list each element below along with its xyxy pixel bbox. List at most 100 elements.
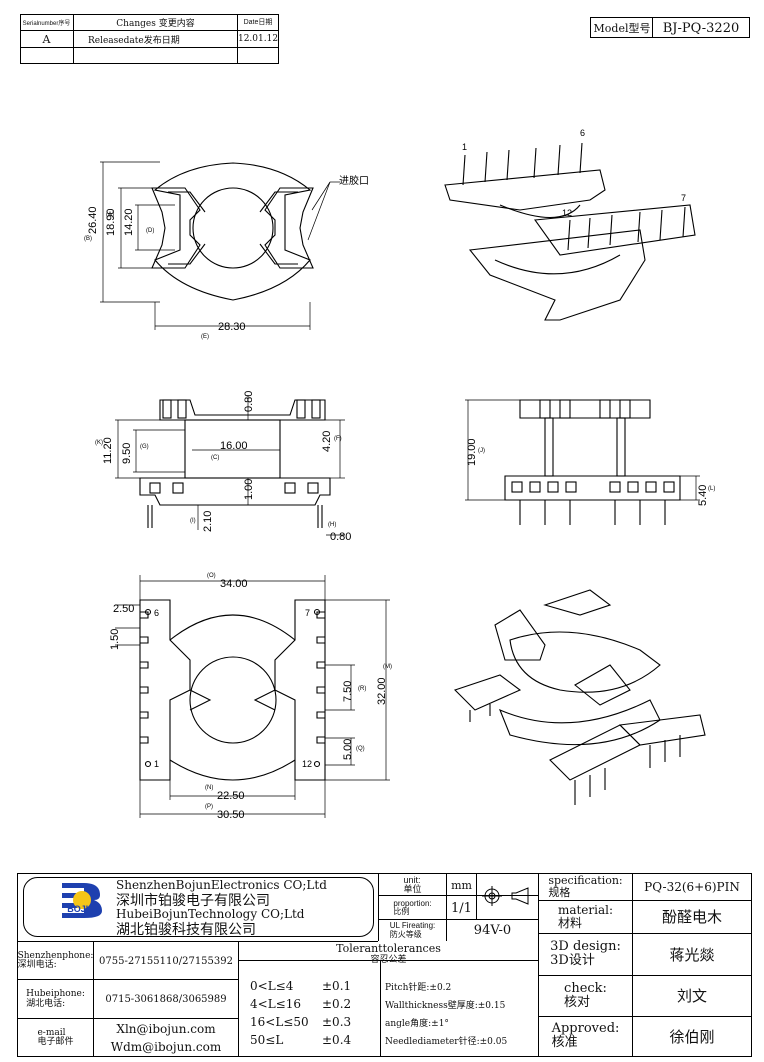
company-en-1: ShenzhenBojunElectronics CO;Ltd	[116, 878, 327, 892]
tolerance-title: Toleranttolerances	[336, 942, 441, 954]
dim-150: 1.50	[109, 629, 121, 650]
bottom-view-dimensions	[115, 575, 390, 818]
tol-note-3: angle角度:±1°	[385, 1018, 449, 1029]
dim-label-p: (P)	[205, 804, 213, 810]
top-view-left-flange	[151, 187, 201, 269]
tol-range-3: 16<L≤50	[250, 1015, 309, 1029]
hb-phone: 0715-3061868/3065989	[105, 994, 227, 1005]
dim-420: 4.20	[321, 431, 333, 452]
projection-symbol-icon	[482, 886, 529, 906]
approved-value: 徐伯刚	[669, 1027, 715, 1046]
front-view-dimensions	[465, 399, 700, 501]
dim-2250: 22.50	[217, 790, 245, 802]
title-block-grid	[17, 873, 752, 1057]
dim-label-r: (R)	[358, 686, 366, 692]
dim-2830: 28.30	[218, 321, 246, 333]
dim-3400: 34.00	[220, 578, 248, 590]
changes-header: Changes 变更内容	[116, 18, 195, 29]
bottom-view-core-hole	[189, 656, 277, 744]
check-label: check: 核对	[564, 980, 607, 1010]
dim-080-top: 0.80	[243, 391, 255, 412]
bottom-pin-1: 1	[154, 759, 159, 769]
ul-label: UL Fireating: 防火等级	[389, 921, 436, 939]
dim-label-q: (Q)	[356, 746, 365, 752]
dim-label-j: (J)	[478, 448, 485, 454]
material-value: 酚醛电木	[661, 908, 722, 926]
dim-label-b: (B)	[84, 236, 92, 242]
dim-1600: 16.00	[220, 440, 248, 452]
iso-view-bottom	[453, 589, 706, 805]
dim-label-i: (I)	[190, 518, 196, 524]
iso-bottom-flange	[468, 229, 646, 321]
model-value: BJ-PQ-3220	[662, 20, 740, 36]
iso2-left-block	[453, 674, 522, 711]
dim-1890: 18.90	[105, 208, 117, 236]
iso2-bottom-flange	[498, 699, 661, 746]
changes-value: Releasedate发布日期	[88, 35, 180, 46]
unit-label: unit: 单位	[403, 874, 422, 894]
bottom-pin-7: 7	[305, 608, 310, 618]
logo-text: BOJUN	[67, 904, 99, 914]
dim-3050: 30.50	[217, 809, 245, 821]
model-label: Model型号	[593, 22, 651, 35]
dim-label-o: (O)	[207, 573, 216, 579]
dim-label-m: (M)	[383, 664, 392, 670]
serial-header: Serialnumber序号	[22, 20, 71, 27]
dim-label-f: (F)	[334, 436, 342, 442]
tol-range-2: 4<L≤16	[250, 997, 301, 1011]
dim-1120: 11.20	[102, 437, 114, 464]
proportion-label: proportion: 比例	[393, 898, 432, 916]
material-label: material: 材料	[557, 902, 614, 930]
bottom-view	[139, 599, 326, 781]
tol-note-1: Pitch针距:±0.2	[385, 982, 452, 993]
dim-label-c: (C)	[211, 455, 219, 461]
top-view-core-hole	[192, 187, 274, 269]
dim-3200: 32.00	[376, 677, 388, 705]
tol-value-2: ±0.2	[322, 997, 352, 1011]
dim-label-n: (N)	[205, 785, 213, 791]
spec-value: PQ-32(6+6)PIN	[644, 880, 740, 894]
dim-750: 7.50	[342, 681, 354, 702]
dim-label-h: (H)	[328, 522, 336, 528]
tolerance-subtitle: 容忍公差	[370, 955, 407, 964]
top-view	[151, 162, 314, 301]
dim-500: 5.00	[342, 739, 354, 760]
dim-label-d: (D)	[146, 228, 154, 234]
approved-label: Approved: 核准	[551, 1021, 620, 1050]
iso-pin-12: 12	[562, 208, 572, 218]
model-box-frame	[590, 17, 750, 38]
spec-label: specification: 规格	[548, 874, 623, 899]
design-label: 3D design: 3D设计	[550, 939, 621, 968]
side-view-base	[139, 477, 331, 506]
tol-note-2: Wallthickness壁厚度:±0.15	[385, 1000, 506, 1011]
iso-top-flange	[444, 169, 606, 211]
company-en-2: HubeiBojunTechnology CO;Ltd	[116, 907, 305, 921]
dim-label-e: (E)	[201, 334, 209, 340]
iso-view-top	[444, 142, 696, 321]
side-view-dimensions	[115, 395, 345, 536]
tol-note-4: Needlediameter针径:±0.05	[385, 1036, 508, 1047]
design-value: 蒋光燚	[669, 945, 715, 964]
dim-label-a: (A)	[106, 212, 114, 218]
injection-label: 进胶口	[339, 174, 369, 187]
iso2-front-block	[549, 724, 641, 781]
dim-label-l: (L)	[708, 486, 715, 492]
iso-pin-6: 6	[580, 128, 585, 138]
date-header: Date日期	[243, 19, 273, 26]
proportion-value: 1/1	[451, 900, 472, 916]
top-view-dimensions	[100, 161, 340, 330]
top-view-right-flange	[264, 187, 314, 269]
side-view	[139, 399, 331, 528]
unit-value: mm	[451, 878, 472, 892]
email-1[interactable]: Xln@ibojun.com	[116, 1021, 216, 1036]
bottom-pin-12: 12	[302, 759, 312, 769]
dim-210: 2.10	[202, 511, 214, 532]
dim-2640: 26.40	[87, 206, 99, 234]
iso2-top-tab	[543, 589, 612, 616]
tol-value-3: ±0.3	[322, 1015, 352, 1029]
serial-value: A	[42, 32, 51, 46]
dim-label-k: (K)	[95, 440, 103, 446]
email-2[interactable]: Wdm@ibojun.com	[110, 1039, 222, 1054]
dim-1420: 14.20	[123, 208, 135, 236]
